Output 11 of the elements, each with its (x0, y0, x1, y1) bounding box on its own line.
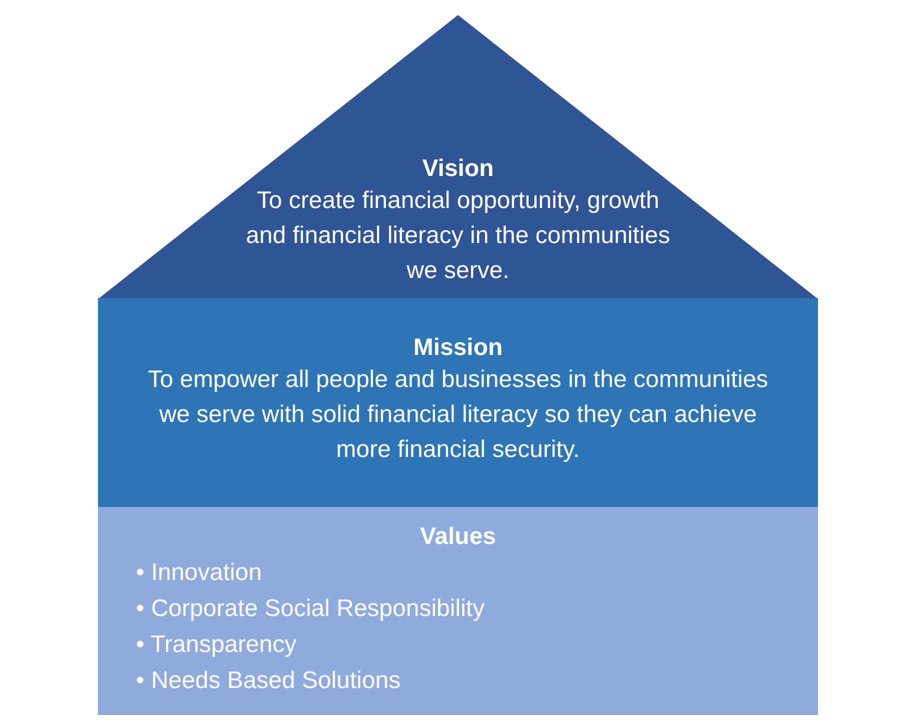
bullet-item: • Transparency (136, 630, 296, 660)
bullet-item: • Corporate Social Responsibility (136, 594, 485, 624)
section-heading: Vision (422, 155, 494, 183)
section-text: To create financial opportunity, growth and financial literacy in the communities we serve. (244, 186, 672, 286)
bullet-item: • Needs Based Solutions (136, 666, 401, 696)
section-text: To empower all people and businesses in the communities we serve with solid financial literacy so they can achieve more financial security. (146, 365, 770, 465)
mission-panel (98, 298, 818, 508)
values-panel (98, 507, 818, 715)
bullet-item: • Innovation (136, 558, 262, 588)
section-heading: Mission (413, 334, 503, 362)
section-heading: Values (420, 523, 496, 551)
